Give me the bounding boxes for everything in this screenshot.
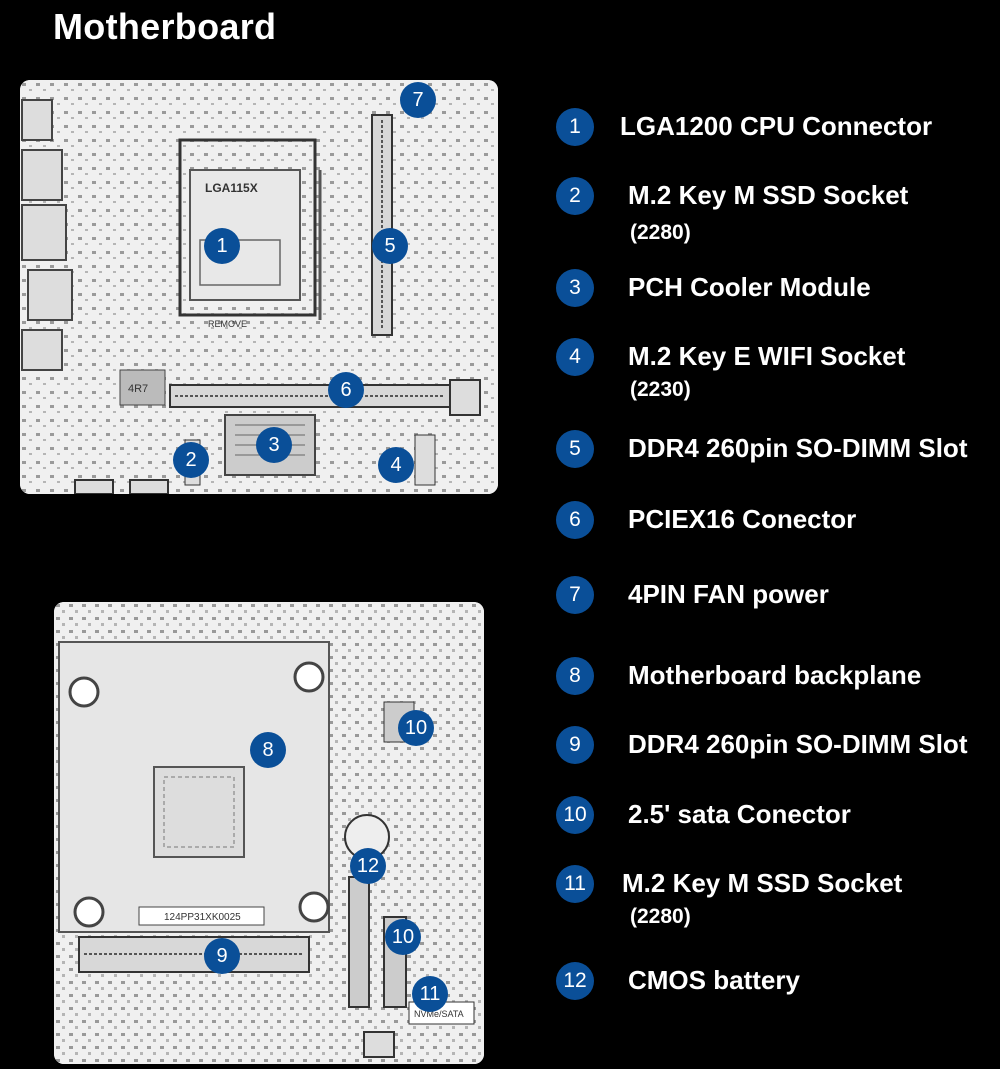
- legend-number: 9: [556, 726, 594, 764]
- marker-2: 2: [173, 442, 209, 478]
- legend-number: 4: [556, 338, 594, 376]
- legend-label: DDR4 260pin SO-DIMM Slot: [628, 433, 968, 463]
- legend-label: M.2 Key M SSD Socket: [628, 180, 909, 210]
- legend-number: 3: [556, 269, 594, 307]
- legend-number: 12: [556, 962, 594, 1000]
- legend-number: 7: [556, 576, 594, 614]
- backplane-sticker: 124PP31XK0025: [164, 912, 241, 923]
- legend-sublabel: (2230): [630, 378, 691, 401]
- marker-12: 12: [350, 848, 386, 884]
- marker-3: 3: [256, 427, 292, 463]
- legend-number: 11: [556, 865, 594, 903]
- marker-8: 8: [250, 732, 286, 768]
- marker-4: 4: [378, 447, 414, 483]
- motherboard-front-image: LGA115X REMOVE 4R7 1 2 3 4 5 6 7: [20, 80, 498, 494]
- legend-label: DDR4 260pin SO-DIMM Slot: [628, 729, 968, 759]
- motherboard-back-image: 124PP31XK0025 NVMe/SATA 8 9 10 10 11 12: [54, 602, 484, 1064]
- legend-number: 2: [556, 177, 594, 215]
- legend-label: PCIEX16 Conector: [628, 504, 857, 534]
- legend-label: PCH Cooler Module: [628, 272, 871, 302]
- legend-label: Motherboard backplane: [628, 660, 922, 690]
- legend-label: CMOS battery: [628, 965, 800, 995]
- chip-marking: 4R7: [128, 383, 148, 395]
- legend-sublabel: (2280): [630, 221, 691, 244]
- legend-label: 2.5' sata Conector: [628, 799, 851, 829]
- marker-10-bottom: 10: [385, 919, 421, 955]
- marker-7: 7: [400, 82, 436, 118]
- page-title: Motherboard: [53, 6, 277, 47]
- legend-number: 5: [556, 430, 594, 468]
- nvme-sata-label: NVMe/SATA: [414, 1009, 464, 1019]
- cpu-socket-label: LGA115X: [205, 181, 258, 195]
- legend-label: M.2 Key M SSD Socket: [622, 868, 903, 898]
- legend-number: 1: [556, 108, 594, 146]
- legend-number: 6: [556, 501, 594, 539]
- legend-number: 8: [556, 657, 594, 695]
- legend-label: M.2 Key E WIFI Socket: [628, 341, 906, 371]
- legend-label: 4PIN FAN power: [628, 579, 829, 609]
- marker-6: 6: [328, 372, 364, 408]
- remove-label: REMOVE: [208, 319, 247, 329]
- marker-9: 9: [204, 938, 240, 974]
- legend-label: LGA1200 CPU Connector: [620, 111, 933, 141]
- legend-sublabel: (2280): [630, 905, 691, 928]
- marker-1: 1: [204, 228, 240, 264]
- marker-11: 11: [412, 976, 448, 1012]
- marker-5: 5: [372, 228, 408, 264]
- legend-number: 10: [556, 796, 594, 834]
- marker-10-top: 10: [398, 710, 434, 746]
